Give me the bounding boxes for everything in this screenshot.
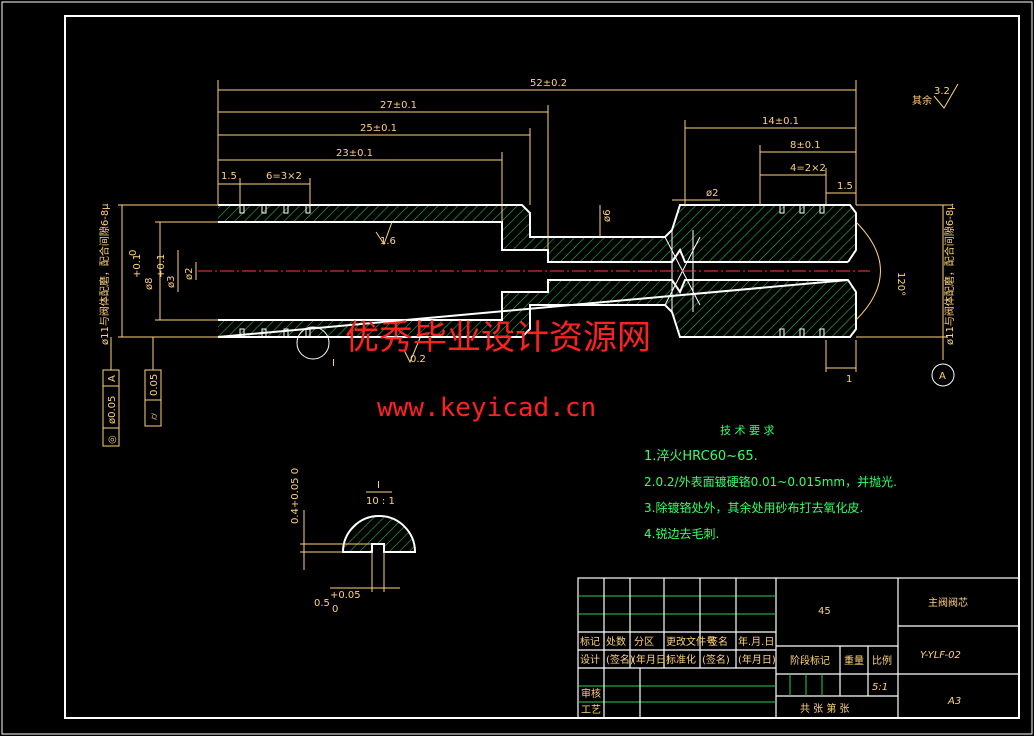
roughness-inner-symbol (375, 221, 393, 246)
gdt-cyl-value: 0.05 (149, 374, 160, 396)
inner-frame (64, 15, 1020, 719)
technical-requirements: 技 术 要 求 1.淬火HRC60~65. 2.0.2/外表面镀硬铬0.01~0… (644, 424, 897, 541)
gdt-coaxiality-datum: A (107, 375, 118, 382)
gdt-coaxiality: A ø0.05 ◎ (102, 337, 120, 447)
tech-item-1: 1.淬火HRC60~65. (644, 449, 758, 464)
dim-25: 25±0.1 (360, 123, 397, 134)
tb-r1c3: 分区 (634, 636, 654, 648)
tb-review: 审核 (581, 687, 601, 700)
tb-r2c6: (年月日) (738, 653, 776, 666)
tb-sheet-count: 共 张 第 张 (800, 702, 850, 715)
tb-r2c5: (签名) (702, 653, 730, 666)
dim-grooves-right: 4=2×2 (790, 163, 826, 174)
dim-left-vertical-note: ø11与阀体配磨，配合间隙6-8μ (98, 203, 111, 345)
dim-phi8: ø8 (144, 278, 155, 290)
dim-phi3-tol: +0.1 (156, 254, 167, 278)
dim-phi3: ø3 (166, 276, 177, 288)
tb-process: 工艺 (581, 704, 601, 716)
dim-8: 8±0.1 (790, 140, 821, 151)
gdt-coaxiality-symbol: ◎ (107, 435, 118, 444)
cone-angle-arc (855, 221, 881, 321)
dim-phi6: ø6 (602, 210, 613, 222)
gdt-coaxiality-value: ø0.05 (107, 396, 118, 424)
dim-23: 23±0.1 (336, 148, 373, 159)
tech-item-4: 4.锐边去毛刺. (644, 527, 719, 541)
tb-stage-label: 阶段标记 (790, 654, 830, 667)
dim-phi2: ø2 (706, 188, 718, 199)
dim-14: 14±0.1 (762, 116, 799, 127)
detail-dim-vertical: 0.4+0.05 0 (290, 468, 301, 524)
detail-label: I (377, 480, 380, 491)
tb-r2c1: 设计 (580, 653, 600, 666)
tb-r1c1: 标记 (580, 636, 600, 648)
gdt-cylindricity: 0.05 ⌭ (144, 337, 162, 427)
roughness-rest-label: 其余 (912, 94, 932, 107)
grooves (239, 205, 825, 337)
tb-r2c2: (签名) (606, 653, 634, 666)
dim-step-left: 1.5 (221, 171, 237, 182)
section-mark: I (332, 358, 335, 369)
roughness-rest-value: 3.2 (934, 86, 950, 97)
gdt-cyl-symbol: ⌭ (149, 412, 160, 420)
roughness-small-value: 0.2 (410, 354, 426, 365)
dim-27: 27±0.1 (380, 100, 417, 111)
tb-r1c4: 更改文件号 (666, 635, 716, 648)
tech-item-3: 3.除镀铬处外，其余处用砂布打去氧化皮. (644, 500, 863, 515)
detail-dims (300, 510, 400, 592)
upper-section-hatch (218, 205, 856, 262)
tb-scale-label: 比例 (872, 654, 892, 667)
roughness-rest-symbol (933, 83, 959, 109)
tech-item-2: 2.0.2/外表面镀硬铬0.01~0.015mm，并抛光. (644, 474, 897, 489)
tb-sheet-size: A3 (947, 696, 961, 707)
dimension-lines (118, 80, 948, 372)
tb-part-name: 主阀阀芯 (928, 596, 968, 609)
dim-phi8-zero: 0 (128, 250, 139, 256)
title-block: 45 主阀阀芯 Y-YLF-02 A3 标记 处数 分区 更改文件号 签名 年.… (577, 577, 1020, 719)
tech-title: 技 术 要 求 (720, 424, 775, 437)
tb-scale-value: 5:1 (872, 682, 888, 693)
dim-phi2-inner: ø2 (184, 268, 195, 280)
detail-hatch (341, 515, 417, 553)
tb-r2c3: (年月日) (632, 653, 670, 666)
tb-r1c5: 签名 (708, 635, 728, 648)
tb-r1c6: 年.月.日 (738, 635, 774, 648)
dim-overall: 52±0.2 (530, 78, 567, 89)
tb-r1c2: 处数 (606, 635, 626, 648)
detail-dim-bottom-zero: 0 (332, 604, 338, 615)
watermark-url: www.keyicad.cn (377, 393, 596, 423)
tb-drawing-no: Y-YLF-02 (920, 650, 961, 661)
detail-view: I 10 : 1 0.4+0.05 0 0.5 +0.05 0 (290, 468, 417, 615)
dim-right-vertical-note: ø11与阀体配磨，配合间隙6-8μ (943, 203, 956, 345)
tb-material: 45 (818, 606, 831, 617)
watermark-cn: 优秀毕业设计资源网 (345, 318, 651, 358)
angle-label: 120° (895, 272, 906, 296)
tb-r2c4: 标准化 (666, 653, 696, 666)
detail-scale: 10 : 1 (366, 496, 395, 507)
detail-dim-bottom-tol: +0.05 (330, 590, 361, 601)
datum-label: A (939, 371, 946, 382)
roughness-small-symbol (403, 337, 421, 364)
main-view: 120° (98, 78, 959, 447)
tb-weight-label: 重量 (844, 654, 864, 667)
detail-callout-circle (296, 326, 330, 360)
dim-right-small: 1 (846, 374, 852, 385)
datum-circle (931, 363, 955, 387)
dim-grooves-left: 6=3×2 (266, 171, 302, 182)
dim-phi8-tol: +0.1 (132, 254, 143, 278)
roughness-inner-value: 1.6 (380, 236, 396, 247)
detail-dim-bottom-main: 0.5 (314, 598, 330, 609)
dim-step-right: 1.5 (837, 181, 853, 192)
